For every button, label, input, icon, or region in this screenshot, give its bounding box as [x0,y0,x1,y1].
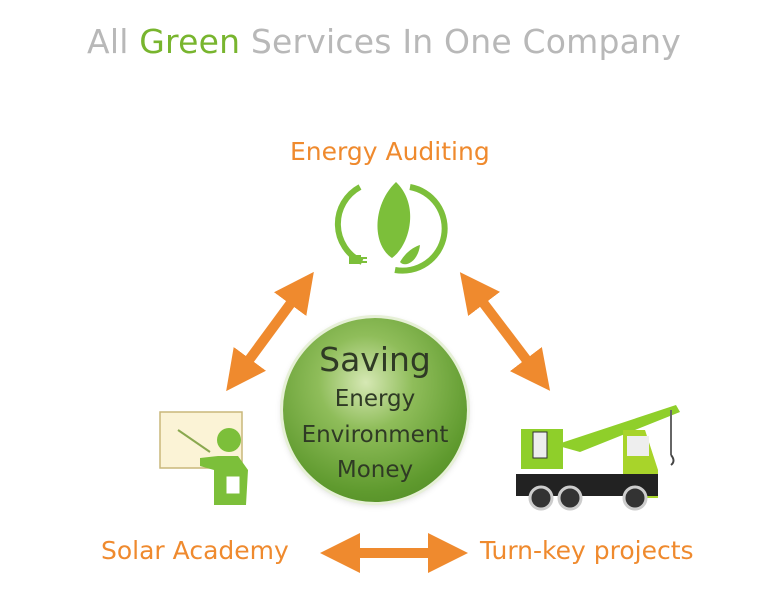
eco-leaf-plug-icon [334,182,448,274]
title-suffix: Services In One Company [240,22,681,61]
center-item-energy: Energy [334,386,416,412]
teacher-board-icon [159,411,248,505]
center-item-environment: Environment [301,422,449,448]
page-title: All Green Services In One Company [0,22,768,61]
crane-truck-icon [516,405,680,511]
center-item-money: Money [336,457,414,483]
arrow-top-right [459,272,551,391]
node-solar-academy: Solar Academy [101,536,289,565]
center-sphere: Saving Energy Environment Money [283,318,467,502]
title-prefix: All [87,22,140,61]
center-heading: Saving [319,340,431,379]
arrow-left-top [226,271,314,392]
title-highlight: Green [139,22,241,61]
node-turnkey-projects: Turn-key projects [480,536,694,565]
node-energy-auditing: Energy Auditing [290,137,490,166]
